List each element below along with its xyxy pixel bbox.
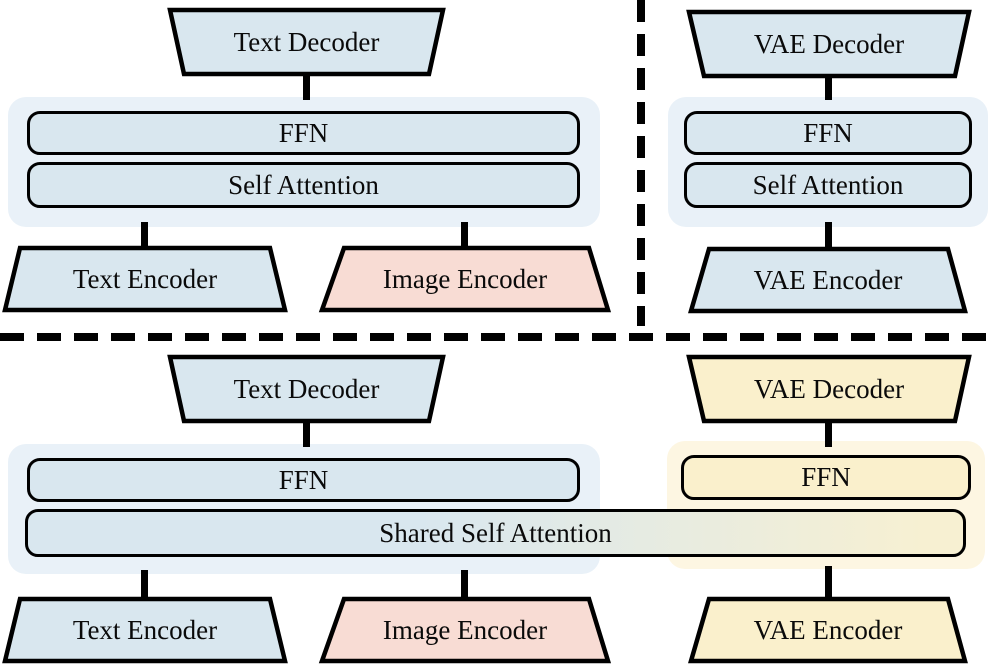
bottom-left-ffn-block: FFN [27,458,580,502]
trapezoid-shape [318,596,612,664]
block-label: FFN [801,462,851,492]
block-label: FFN [803,117,853,148]
block-label: Self Attention [752,169,904,200]
bottom-right-decoder-connector [825,421,832,447]
top-left-text-encoder-connector [141,222,148,249]
top-left-text-decoder-block: Text Decoder [167,7,446,77]
trapezoid-shape [167,7,446,77]
block-label: FFN [278,464,329,495]
bottom-right-vae-decoder-block: VAE Decoder [686,354,972,424]
top-right-decoder-connector [825,76,832,100]
top-left-decoder-connector [303,74,310,100]
block-label: Text Decoder [233,373,380,404]
trapezoid-shape [686,354,972,424]
top-left-self-attention-block: Self Attention [27,162,580,208]
vertical-divider-dashed-line [637,0,645,326]
block-label: VAE Decoder [753,28,905,59]
trapezoid-shape [167,354,446,424]
trapezoid-shape [686,9,972,79]
trapezoid-shape [688,596,968,664]
top-left-ffn-block: FFN [27,111,580,155]
block-label: VAE Encoder [753,264,903,295]
block-label: Image Encoder [382,614,548,645]
block-label: Text Encoder [72,614,218,645]
block-label: Shared Self Attention [379,517,612,548]
bottom-left-image-encoder-block: Image Encoder [318,596,612,664]
block-label: VAE Decoder [753,373,905,404]
block-label: VAE Encoder [753,614,903,645]
bottom-left-text-decoder-block: Text Decoder [167,354,446,424]
bottom-left-image-encoder-connector [461,570,468,600]
top-right-vae-decoder-block: VAE Decoder [686,9,972,79]
bottom-right-vae-encoder-block: VAE Encoder [688,596,968,664]
bottom-left-text-encoder-connector [141,570,148,600]
block-label: Text Decoder [233,26,380,57]
top-left-image-encoder-connector [461,222,468,249]
top-right-self-attention-block: Self Attention [684,162,972,208]
trapezoid-shape [318,245,612,313]
shared-self-attention-block: Shared Self Attention [25,509,966,557]
block-label: Text Encoder [72,263,218,294]
trapezoid-shape [2,245,288,313]
bottom-right-ffn-block: FFN [681,455,971,500]
trapezoid-shape [2,596,288,664]
block-label: Self Attention [228,169,379,200]
bottom-right-encoder-connector [825,566,832,600]
top-left-text-encoder-block: Text Encoder [2,245,288,313]
top-left-image-encoder-block: Image Encoder [318,245,612,313]
horizontal-divider-dashed-line [0,333,998,341]
block-label: Image Encoder [382,263,548,294]
block-label: FFN [278,117,329,148]
top-right-vae-encoder-block: VAE Encoder [688,246,968,314]
bottom-left-text-encoder-block: Text Encoder [2,596,288,664]
top-right-ffn-block: FFN [684,111,972,155]
top-right-encoder-connector [825,222,832,250]
bottom-left-decoder-connector [303,421,310,447]
trapezoid-shape [688,246,968,314]
